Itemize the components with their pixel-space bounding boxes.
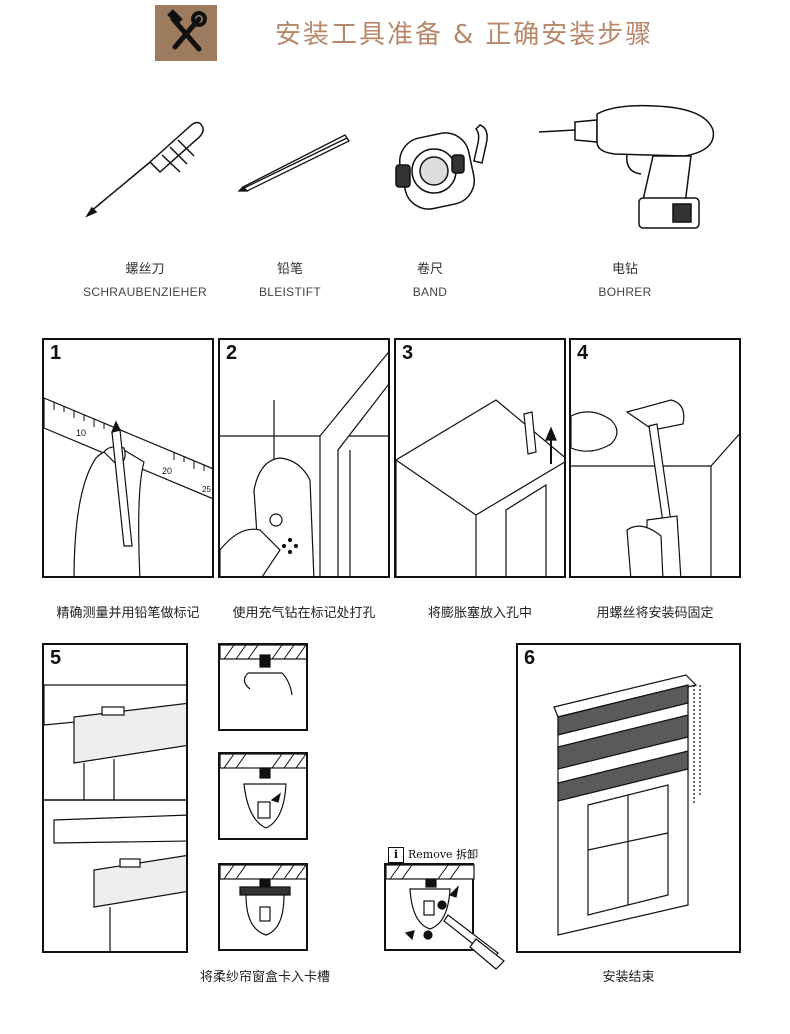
tool-label-en: BLEISTIFT <box>258 285 322 299</box>
step-5-caption: 将柔纱帘窗盒卡入卡槽 <box>199 970 330 985</box>
step-number: 4 <box>577 342 589 364</box>
remove-detail-drawing <box>385 864 505 970</box>
step-5-panel: 5 <box>42 643 188 953</box>
pencil-icon <box>237 134 350 192</box>
tool-label-en: BOHRER <box>598 285 652 299</box>
title-part-2: 正确安装步骤 <box>485 20 654 50</box>
tape-measure-icon <box>395 124 488 210</box>
tool-label-cn: 铅笔 <box>276 262 303 277</box>
step-6-caption: 安装结束 <box>602 970 655 985</box>
tool-drill: 电钻 BOHRER <box>570 258 680 299</box>
tool-pencil: 铅笔 BLEISTIFT <box>230 258 350 299</box>
clip-detail-3 <box>218 863 308 951</box>
step-number: 1 <box>50 342 62 364</box>
measure-mark-illustration: 10 20 25 <box>44 397 212 576</box>
tool-screwdriver: 螺丝刀 SCHRAUBENZIEHER <box>55 258 235 299</box>
step-4-caption: 用螺丝将安装码固定 <box>596 606 714 621</box>
tool-label-cn: 电钻 <box>611 262 638 277</box>
step-3-caption: 将膨胀塞放入孔中 <box>427 606 532 621</box>
step-2-panel: 2 <box>218 338 390 578</box>
wall-plug-illustration <box>396 399 564 576</box>
clip-detail-1-drawing <box>220 645 306 696</box>
hammer-wrench-icon <box>167 9 207 52</box>
title-part-1: 安装工具准备 <box>275 20 444 50</box>
clip-detail-2 <box>218 752 308 840</box>
step-1-panel: 1 10 20 25 <box>42 338 214 578</box>
ruler-label-10: 10 <box>76 428 86 438</box>
step-6-panel: 6 <box>516 643 741 953</box>
clip-detail-2-drawing <box>220 754 306 829</box>
clip-detail-1 <box>218 643 308 731</box>
tool-label-en: BAND <box>412 285 448 299</box>
page-title: 安装工具准备&正确安装步骤 <box>275 14 653 51</box>
finished-blind-illustration <box>553 674 701 936</box>
step-number: 2 <box>226 342 238 364</box>
remove-detail <box>384 863 505 970</box>
blind-box-clip-illustration <box>44 684 186 951</box>
step-number: 3 <box>402 342 414 364</box>
tool-tape-measure: 卷尺 BAND <box>380 258 480 299</box>
step-1-caption: 精确测量并用铅笔做标记 <box>56 606 200 621</box>
ruler-label-25: 25 <box>202 485 211 494</box>
info-icon: i <box>388 847 404 863</box>
tool-label-en: SCHRAUBENZIEHER <box>83 285 207 299</box>
step-4-panel: 4 <box>569 338 741 578</box>
drill-hole-illustration <box>220 351 388 576</box>
remove-text: Remove 拆卸 <box>408 848 479 861</box>
screw-bracket-illustration <box>571 399 739 576</box>
step-2-caption: 使用充气钻在标记处打孔 <box>232 606 376 621</box>
step-number: 5 <box>50 647 62 669</box>
tool-label-cn: 螺丝刀 <box>125 262 165 277</box>
ruler-label-20: 20 <box>162 466 172 476</box>
drill-icon <box>538 104 715 229</box>
tools-header-icon <box>155 5 217 61</box>
tool-label-cn: 卷尺 <box>416 262 443 277</box>
step-number: 6 <box>524 647 536 669</box>
screwdriver-icon <box>85 121 204 218</box>
clip-detail-3-drawing <box>220 865 306 936</box>
title-ampersand: & <box>453 20 476 50</box>
remove-label: i Remove 拆卸 <box>388 846 478 863</box>
step-3-panel: 3 <box>394 338 566 578</box>
